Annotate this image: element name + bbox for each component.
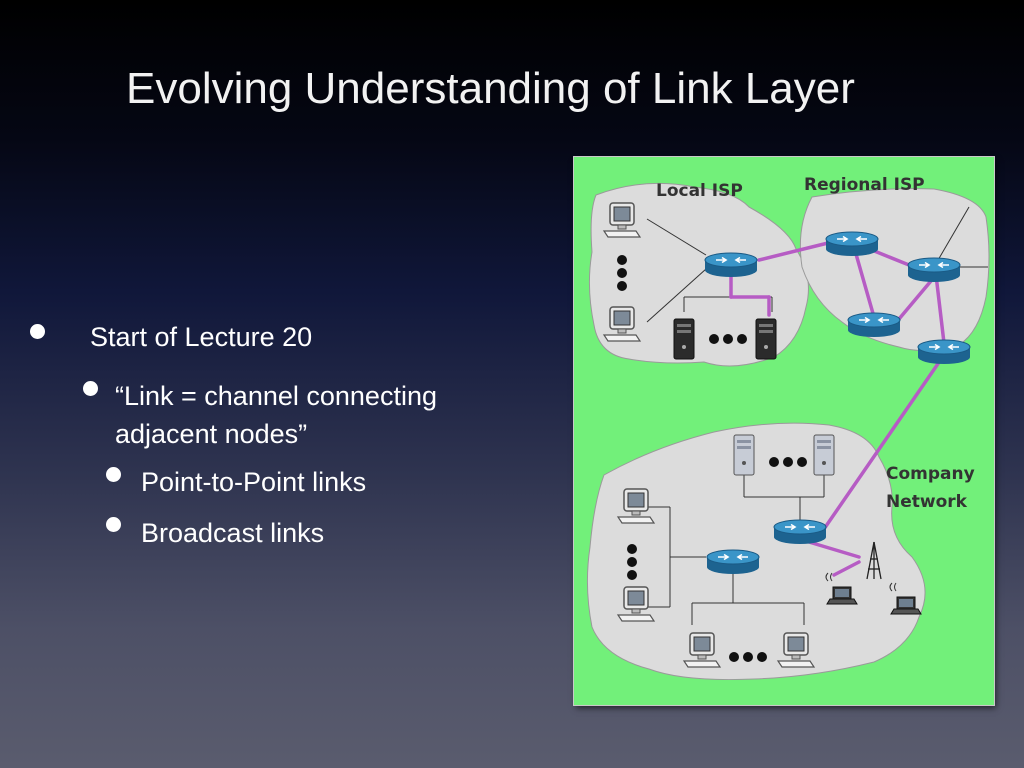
server-icon [733,434,755,476]
pc-icon [617,488,655,524]
pc-icon [603,202,641,238]
router-icon [704,252,758,278]
router-icon [917,339,971,365]
server-icon [755,318,777,360]
router-icon [706,549,760,575]
label-company-line2: Network [886,492,968,512]
router-icon [907,257,961,283]
server-icon [813,434,835,476]
ellipsis-dots-company-servers [769,457,807,467]
bullet-link-definition-line1: “Link = channel connecting [115,381,437,411]
ellipsis-dots-local [617,255,627,291]
pc-icon [603,306,641,342]
label-regional-isp: Regional ISP [804,175,925,195]
label-company-line1: Company [886,464,975,484]
bullet-dot-1 [30,324,45,339]
server-icon [673,318,695,360]
label-local-isp: Local ISP [656,181,743,201]
network-diagram: Local ISP Regional ISP Company Network [574,157,994,705]
ellipsis-dots-servers [709,334,747,344]
pc-icon [683,632,721,668]
bullet-broadcast: Broadcast links [141,518,325,548]
bullet-point-to-point: Point-to-Point links [141,467,367,497]
router-icon [773,519,827,545]
ellipsis-dots-company-pcs [627,544,637,580]
pc-icon [777,632,815,668]
router-icon [825,231,879,257]
bullet-dot-2 [83,381,98,396]
bullet-dot-4 [106,517,121,532]
company-network-cloud [586,422,926,681]
pc-icon [617,586,655,622]
bullet-dot-3 [106,467,121,482]
bullet-link-definition-line2: adjacent nodes” [115,419,308,449]
slide-title: Evolving Understanding of Link Layer [126,64,855,113]
router-icon [847,312,901,338]
bullet-start-of-lecture: Start of Lecture 20 [90,322,313,352]
ellipsis-dots-company-bottom [729,652,767,662]
cell-tower-icon [866,541,882,580]
